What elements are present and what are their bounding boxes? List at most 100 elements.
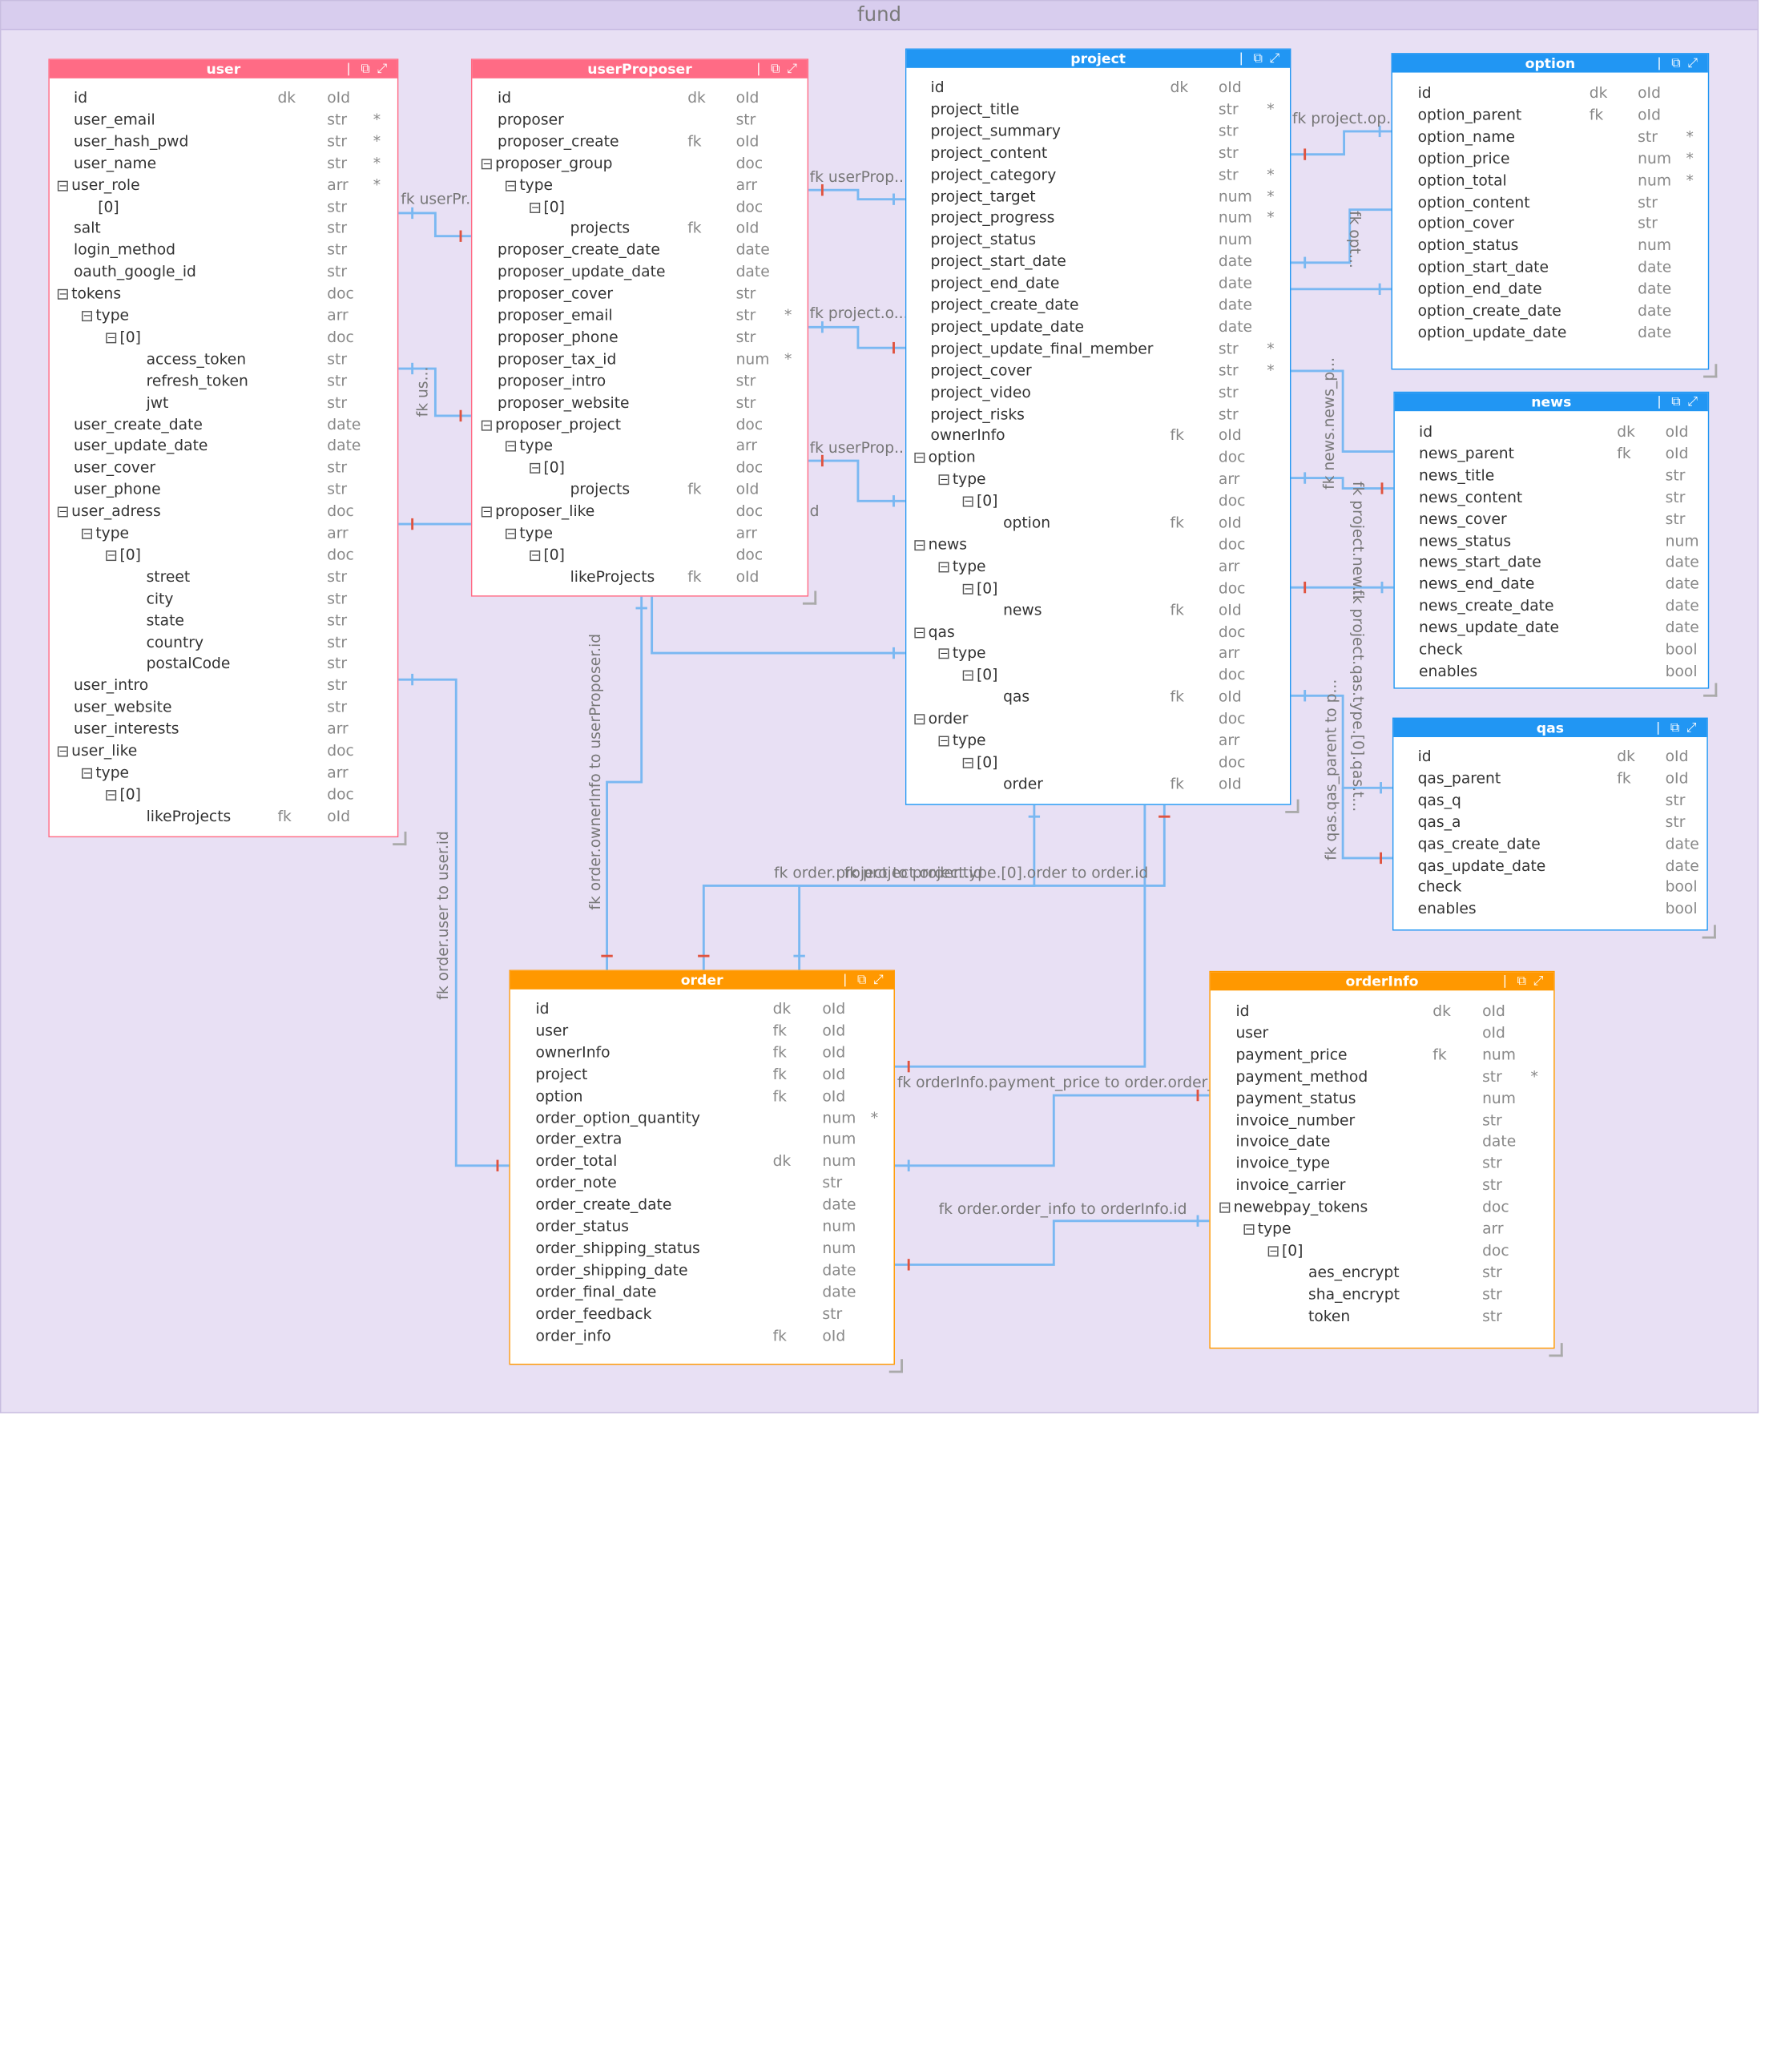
field-row[interactable]: −[0]doc — [50, 327, 397, 349]
collapse-toggle-icon[interactable]: − — [506, 528, 516, 541]
collapse-toggle-icon[interactable]: − — [938, 648, 949, 661]
open-icon[interactable]: ⧉ — [856, 972, 873, 987]
expand-icon[interactable]: ⤢ — [872, 972, 891, 987]
collapse-toggle-icon[interactable]: − — [481, 158, 492, 171]
table-header[interactable]: order❘⧉⤢ — [510, 970, 894, 990]
field-row[interactable]: −[0]doc — [50, 784, 397, 806]
pin-icon[interactable]: ❘ — [1654, 55, 1672, 71]
collapse-toggle-icon[interactable]: − — [962, 671, 973, 683]
field-row[interactable]: −[0]doc — [906, 665, 1290, 687]
field-row[interactable]: −[0]doc — [906, 491, 1290, 513]
field-row[interactable]: [0]str — [50, 196, 397, 218]
field-row[interactable]: −[0]doc — [472, 545, 807, 566]
collapse-toggle-icon[interactable]: − — [506, 180, 516, 192]
table-header[interactable]: qas❘⧉⤢ — [1393, 719, 1707, 737]
collapse-toggle-icon[interactable]: − — [57, 506, 68, 519]
collapse-toggle-icon[interactable]: − — [106, 550, 117, 562]
collapse-toggle-icon[interactable]: − — [530, 463, 541, 475]
table-header[interactable]: news❘⧉⤢ — [1394, 393, 1708, 412]
expand-icon[interactable]: ⤢ — [1269, 50, 1287, 66]
collapse-toggle-icon[interactable]: − — [82, 768, 92, 780]
table-header[interactable]: user❘⧉⤢ — [49, 59, 397, 79]
collapse-toggle-icon[interactable]: − — [962, 583, 973, 595]
field-row[interactable]: −[0]doc — [1211, 1240, 1553, 1262]
table-header[interactable]: orderInfo❘⧉⤢ — [1210, 972, 1554, 991]
resize-handle-icon[interactable] — [802, 591, 817, 605]
open-icon[interactable]: ⧉ — [1671, 393, 1688, 409]
pin-icon[interactable]: ❘ — [840, 972, 857, 987]
table-header[interactable]: option❘⧉⤢ — [1392, 54, 1708, 73]
collapse-toggle-icon[interactable]: − — [938, 736, 949, 748]
collapse-toggle-icon[interactable]: − — [82, 528, 92, 541]
expand-icon[interactable]: ⤢ — [377, 61, 394, 76]
collapse-toggle-icon[interactable]: − — [530, 202, 541, 214]
collapse-toggle-icon[interactable]: − — [962, 757, 973, 770]
open-icon[interactable]: ⧉ — [1253, 50, 1270, 66]
field-row[interactable]: −[0]doc — [472, 458, 807, 479]
